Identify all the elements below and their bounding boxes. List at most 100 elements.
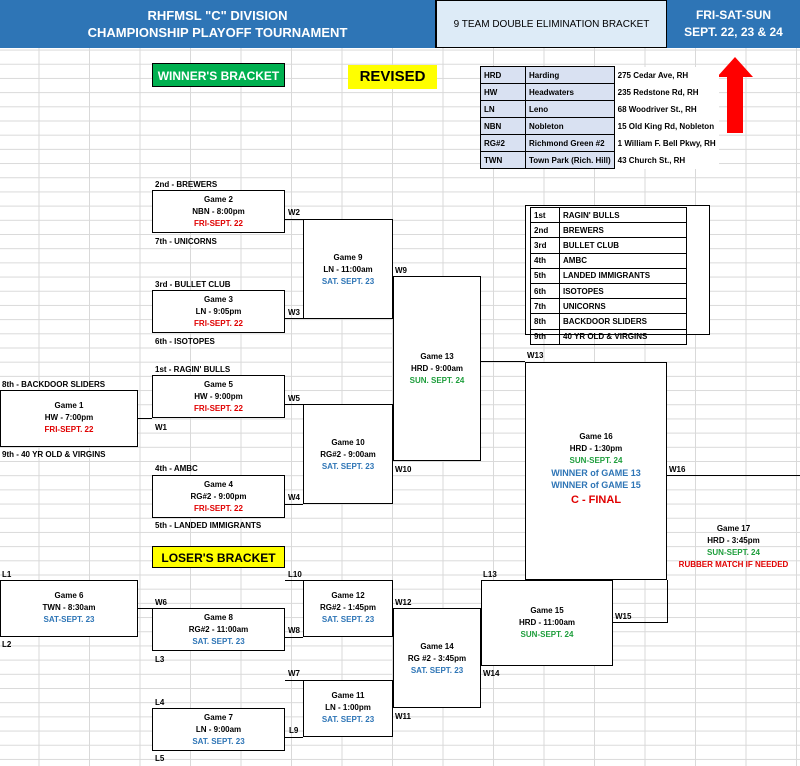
game-2-box: Game 2 NBN - 8:00pm FRI-SEPT. 22 <box>152 190 285 233</box>
seed-label: 6th - ISOTOPES <box>155 337 215 346</box>
game-name: Game 9 <box>333 253 363 262</box>
game-time: TWN - 8:30am <box>42 603 96 612</box>
link-label: W3 <box>288 308 300 317</box>
connector-line <box>285 504 303 505</box>
connector-line <box>481 361 525 362</box>
connector-line <box>285 680 303 681</box>
link-label: W9 <box>395 266 407 275</box>
link-label: L13 <box>483 570 497 579</box>
game-time: RG #2 - 3:45pm <box>407 654 467 663</box>
standing-place: 4th <box>530 252 560 269</box>
seed-label: 9th - 40 YR OLD & VIRGINS <box>2 450 106 459</box>
standing-team: BACKDOOR SLIDERS <box>559 313 687 330</box>
location-code: TWN <box>480 151 526 169</box>
game-time: HRD - 3:45pm <box>707 536 760 545</box>
game-5-box: Game 5 HW - 9:00pm FRI-SEPT. 22 <box>152 375 285 418</box>
game-time: RG#2 - 1:45pm <box>319 603 377 612</box>
bracket-type: 9 TEAM DOUBLE ELIMINATION BRACKET <box>436 0 667 48</box>
location-name: Nobleton <box>525 117 615 135</box>
game-16-box: Game 16 HRD - 1:30pm SUN-SEPT. 24 WINNER… <box>525 362 667 580</box>
link-label: W11 <box>395 712 412 721</box>
game-time: LN - 9:05pm <box>195 307 242 316</box>
connector-line <box>613 622 667 623</box>
link-label: L10 <box>288 570 302 579</box>
game-name: Game 2 <box>204 195 233 204</box>
seed-label: 1st - RAGIN' BULLS <box>155 365 231 374</box>
game-date: FRI-SEPT. 22 <box>194 504 243 513</box>
game-date: SUN. SEPT. 24 <box>409 376 465 385</box>
game-12-box: Game 12 RG#2 - 1:45pm SAT. SEPT. 23 <box>303 580 393 637</box>
game-13-box: Game 13 HRD - 9:00am SUN. SEPT. 24 <box>393 276 481 461</box>
game-16-source-2: WINNER of GAME 15 <box>551 480 641 490</box>
game-date: FRI-SEPT. 22 <box>44 425 94 434</box>
location-code: RG#2 <box>480 134 526 152</box>
link-label: W4 <box>288 493 300 502</box>
connector-line <box>667 580 668 623</box>
standing-place: 8th <box>530 313 560 330</box>
game-date: SAT. SEPT. 23 <box>192 637 245 646</box>
game-3-box: Game 3 LN - 9:05pm FRI-SEPT. 22 <box>152 290 285 333</box>
link-label: W16 <box>669 465 686 474</box>
connector-line <box>285 737 303 738</box>
game-date: SAT-SEPT. 23 <box>43 615 95 624</box>
link-label: L3 <box>155 655 165 664</box>
seed-label: 5th - LANDED IMMIGRANTS <box>155 521 262 530</box>
location-address: 15 Old King Rd, Nobleton <box>614 117 720 135</box>
connector-line <box>285 580 303 581</box>
tournament-dates: FRI-SAT-SUN SEPT. 22, 23 & 24 <box>667 0 800 48</box>
location-address: 275 Cedar Ave, RH <box>614 66 720 84</box>
game-time: NBN - 8:00pm <box>192 207 245 216</box>
game-6-box: Game 6 TWN - 8:30am SAT-SEPT. 23 <box>0 580 138 637</box>
location-name: Leno <box>525 100 615 118</box>
standing-team: UNICORNS <box>559 298 687 315</box>
link-label: W2 <box>288 208 300 217</box>
link-label: W10 <box>395 465 412 474</box>
title-line-2: CHAMPIONSHIP PLAYOFF TOURNAMENT <box>87 25 348 40</box>
standing-place: 9th <box>530 328 560 345</box>
game-name: Game 16 <box>579 432 613 441</box>
game-time: RG#2 - 9:00pm <box>190 492 247 501</box>
game-date: SAT. SEPT. 23 <box>321 277 375 286</box>
link-label: W12 <box>395 598 412 607</box>
link-label: W13 <box>527 351 544 360</box>
standing-place: 7th <box>530 298 560 315</box>
location-code: LN <box>480 100 526 118</box>
game-7-box: Game 7 LN - 9:00am SAT. SEPT. 23 <box>152 708 285 751</box>
game-name: Game 13 <box>420 352 454 361</box>
game-time: HRD - 1:30pm <box>569 444 623 453</box>
standing-team: AMBC <box>559 252 687 269</box>
game-14-box: Game 14 RG #2 - 3:45pm SAT. SEPT. 23 <box>393 608 481 708</box>
game-time: HW - 7:00pm <box>44 413 94 422</box>
location-code: HRD <box>480 66 526 84</box>
standing-place: 1st <box>530 206 560 224</box>
game-name: Game 11 <box>331 691 365 700</box>
connector-line <box>138 608 152 609</box>
game-time: HRD - 9:00am <box>410 364 463 373</box>
seed-label: 3rd - BULLET CLUB <box>155 280 231 289</box>
game-name: Game 6 <box>54 591 84 600</box>
link-label: W8 <box>288 626 300 635</box>
link-label: W1 <box>155 423 167 432</box>
connector-line <box>667 475 800 476</box>
connector-line <box>138 418 152 419</box>
game-name: Game 12 <box>331 591 365 600</box>
link-label: W15 <box>615 612 632 621</box>
game-name: Game 14 <box>420 642 454 651</box>
game-date: FRI-SEPT. 22 <box>194 219 243 228</box>
game-8-box: Game 8 RG#2 - 11:00am SAT. SEPT. 23 <box>152 608 285 651</box>
game-name: Game 17 <box>716 524 751 533</box>
game-name: Game 7 <box>204 713 233 722</box>
up-arrow-icon <box>717 57 753 133</box>
game-time: HW - 9:00pm <box>194 392 243 401</box>
seed-label: 2nd - BREWERS <box>155 180 218 189</box>
